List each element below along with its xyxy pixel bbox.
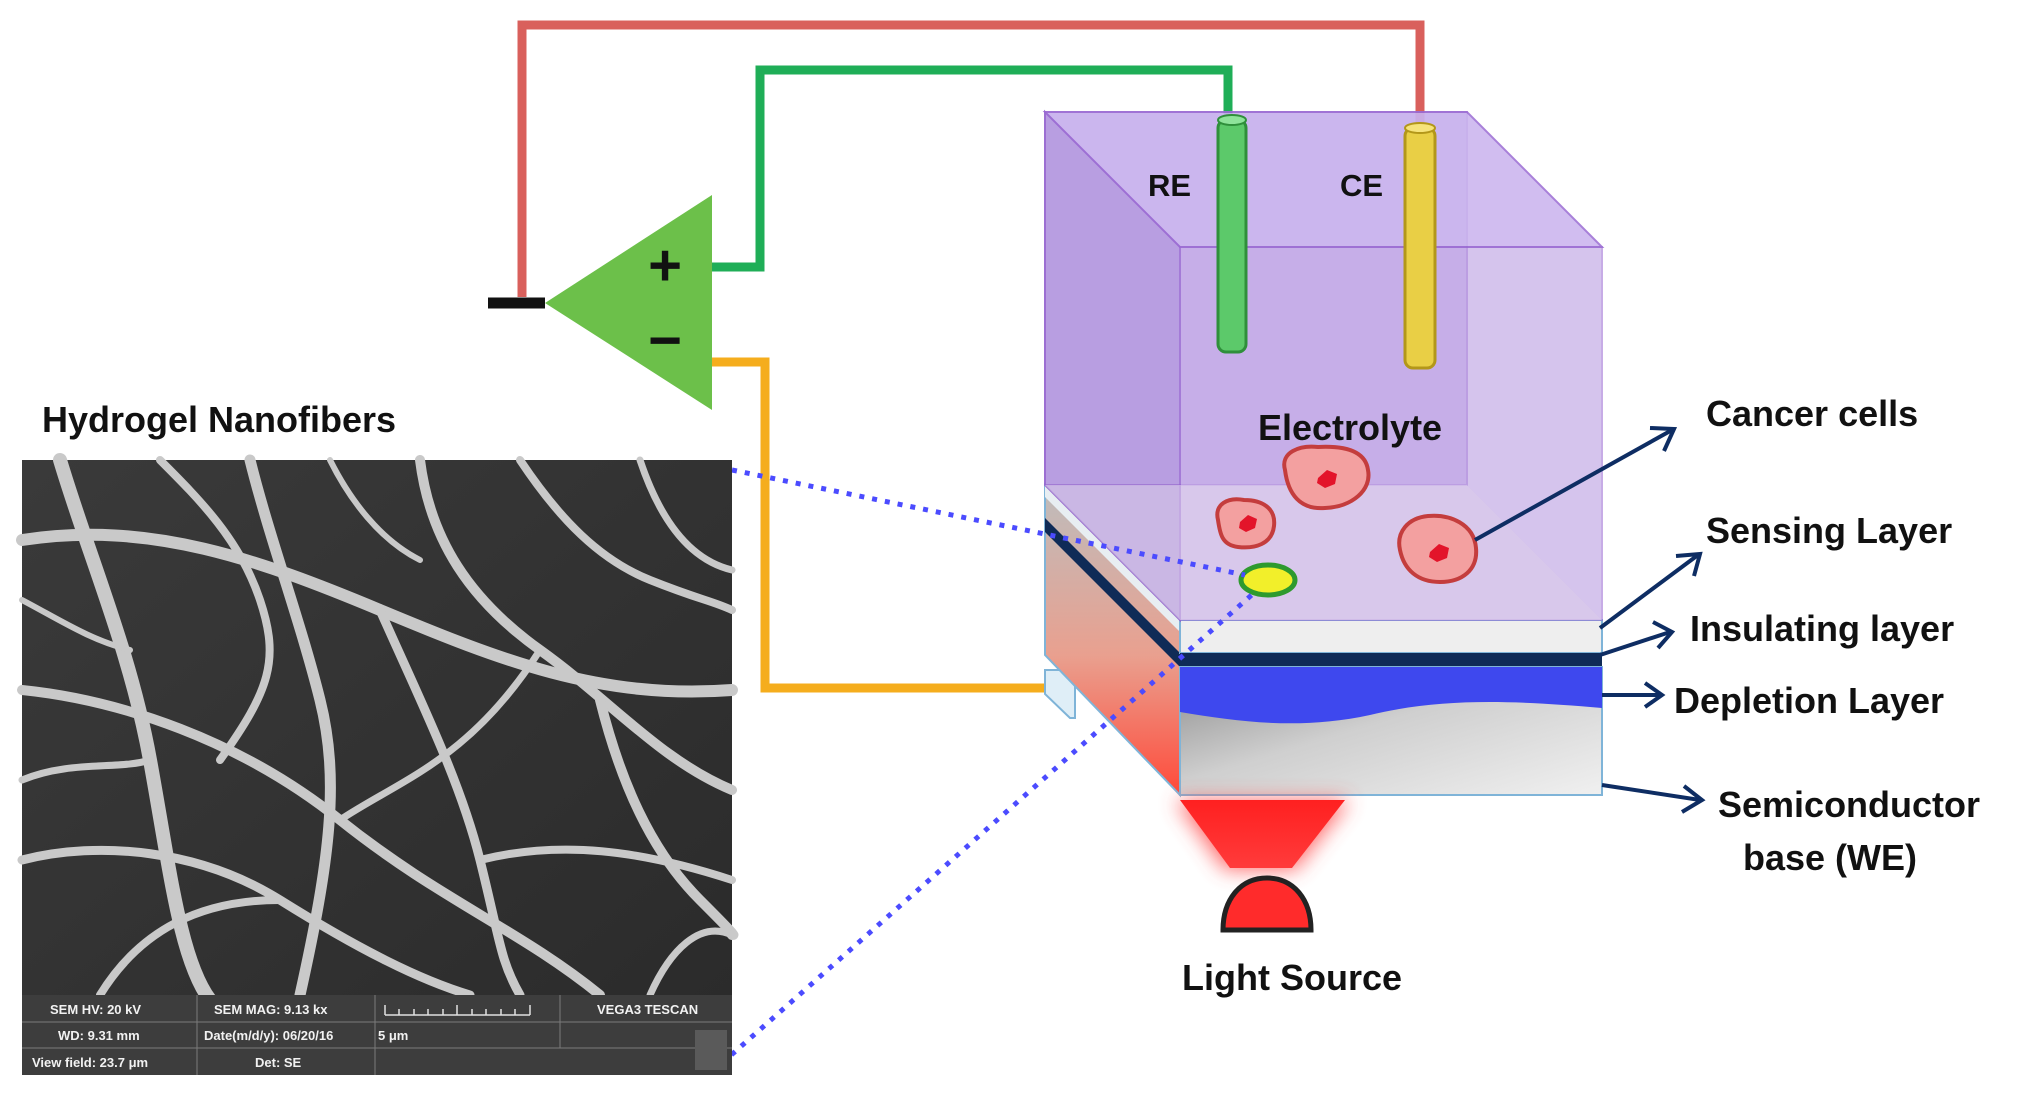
sem-image: SEM HV: 20 kV SEM MAG: 9.13 kx VEGA3 TES…: [16, 453, 739, 1075]
op-amp: + −: [545, 195, 712, 410]
light-bulb: [1220, 875, 1314, 933]
arrow-sensing-layer: [1598, 553, 1700, 630]
sensing-layer-label: Sensing Layer: [1706, 510, 1952, 551]
ce-label: CE: [1340, 168, 1383, 203]
sem-det: Det: SE: [255, 1055, 302, 1070]
sem-scale-ruler: [384, 1005, 531, 1016]
arrow-cancer-cells: [1474, 428, 1673, 542]
re-electrode: [1216, 114, 1248, 354]
light-beam: [1180, 800, 1345, 868]
sem-view-field: View field: 23.7 μm: [32, 1055, 148, 1070]
cancer-cell-2: [1215, 497, 1277, 550]
sem-wd: WD: 9.31 mm: [58, 1028, 140, 1043]
opamp-minus: −: [648, 308, 682, 373]
sensing-layer-front: [1179, 619, 1603, 654]
semiconductor-label-line2: base (WE): [1743, 837, 1917, 878]
re-label: RE: [1148, 168, 1191, 203]
sensing-spot: [1238, 562, 1298, 598]
red-wire: [517, 20, 1425, 297]
light-source: Light Source: [1175, 800, 1402, 998]
zoom-lines: [710, 467, 1257, 1074]
green-wire: [710, 65, 1233, 272]
nanofiber-network: [16, 453, 739, 1007]
depletion-layer-front: [1180, 667, 1602, 724]
sem-hv: SEM HV: 20 kV: [50, 1002, 141, 1017]
semiconductor-label-line1: Semiconductor: [1718, 784, 1980, 825]
circuit-wires: [488, 20, 1425, 693]
electrolyte-label: Electrolyte: [1258, 407, 1442, 448]
opamp-plus: +: [648, 233, 682, 298]
arrow-semiconductor: [1601, 783, 1701, 802]
sem-info-bar: [22, 995, 732, 1075]
depletion-layer-label: Depletion Layer: [1674, 680, 1944, 721]
insulating-layer-front: [1180, 653, 1602, 667]
light-source-label: Light Source: [1182, 957, 1402, 998]
sem-date: Date(m/d/y): 06/20/16: [204, 1028, 333, 1043]
insulating-layer-label: Insulating layer: [1690, 608, 1954, 649]
cancer-cells-label: Cancer cells: [1706, 393, 1918, 434]
arrow-insulating-layer: [1599, 630, 1671, 657]
cancer-cell-3: [1397, 513, 1479, 585]
sem-brand: VEGA3 TESCAN: [597, 1002, 698, 1017]
annotation-arrows: [1474, 426, 1706, 814]
sem-mag: SEM MAG: 9.13 kx: [214, 1002, 328, 1017]
sensor-cell: RE CE Electrolyte: [1042, 109, 1605, 798]
ce-electrode: [1403, 122, 1437, 370]
sem-scale: 5 μm: [378, 1028, 408, 1043]
hydrogel-title: Hydrogel Nanofibers: [42, 399, 396, 440]
orange-wire: [710, 357, 1052, 693]
cancer-cell-1: [1282, 444, 1371, 511]
